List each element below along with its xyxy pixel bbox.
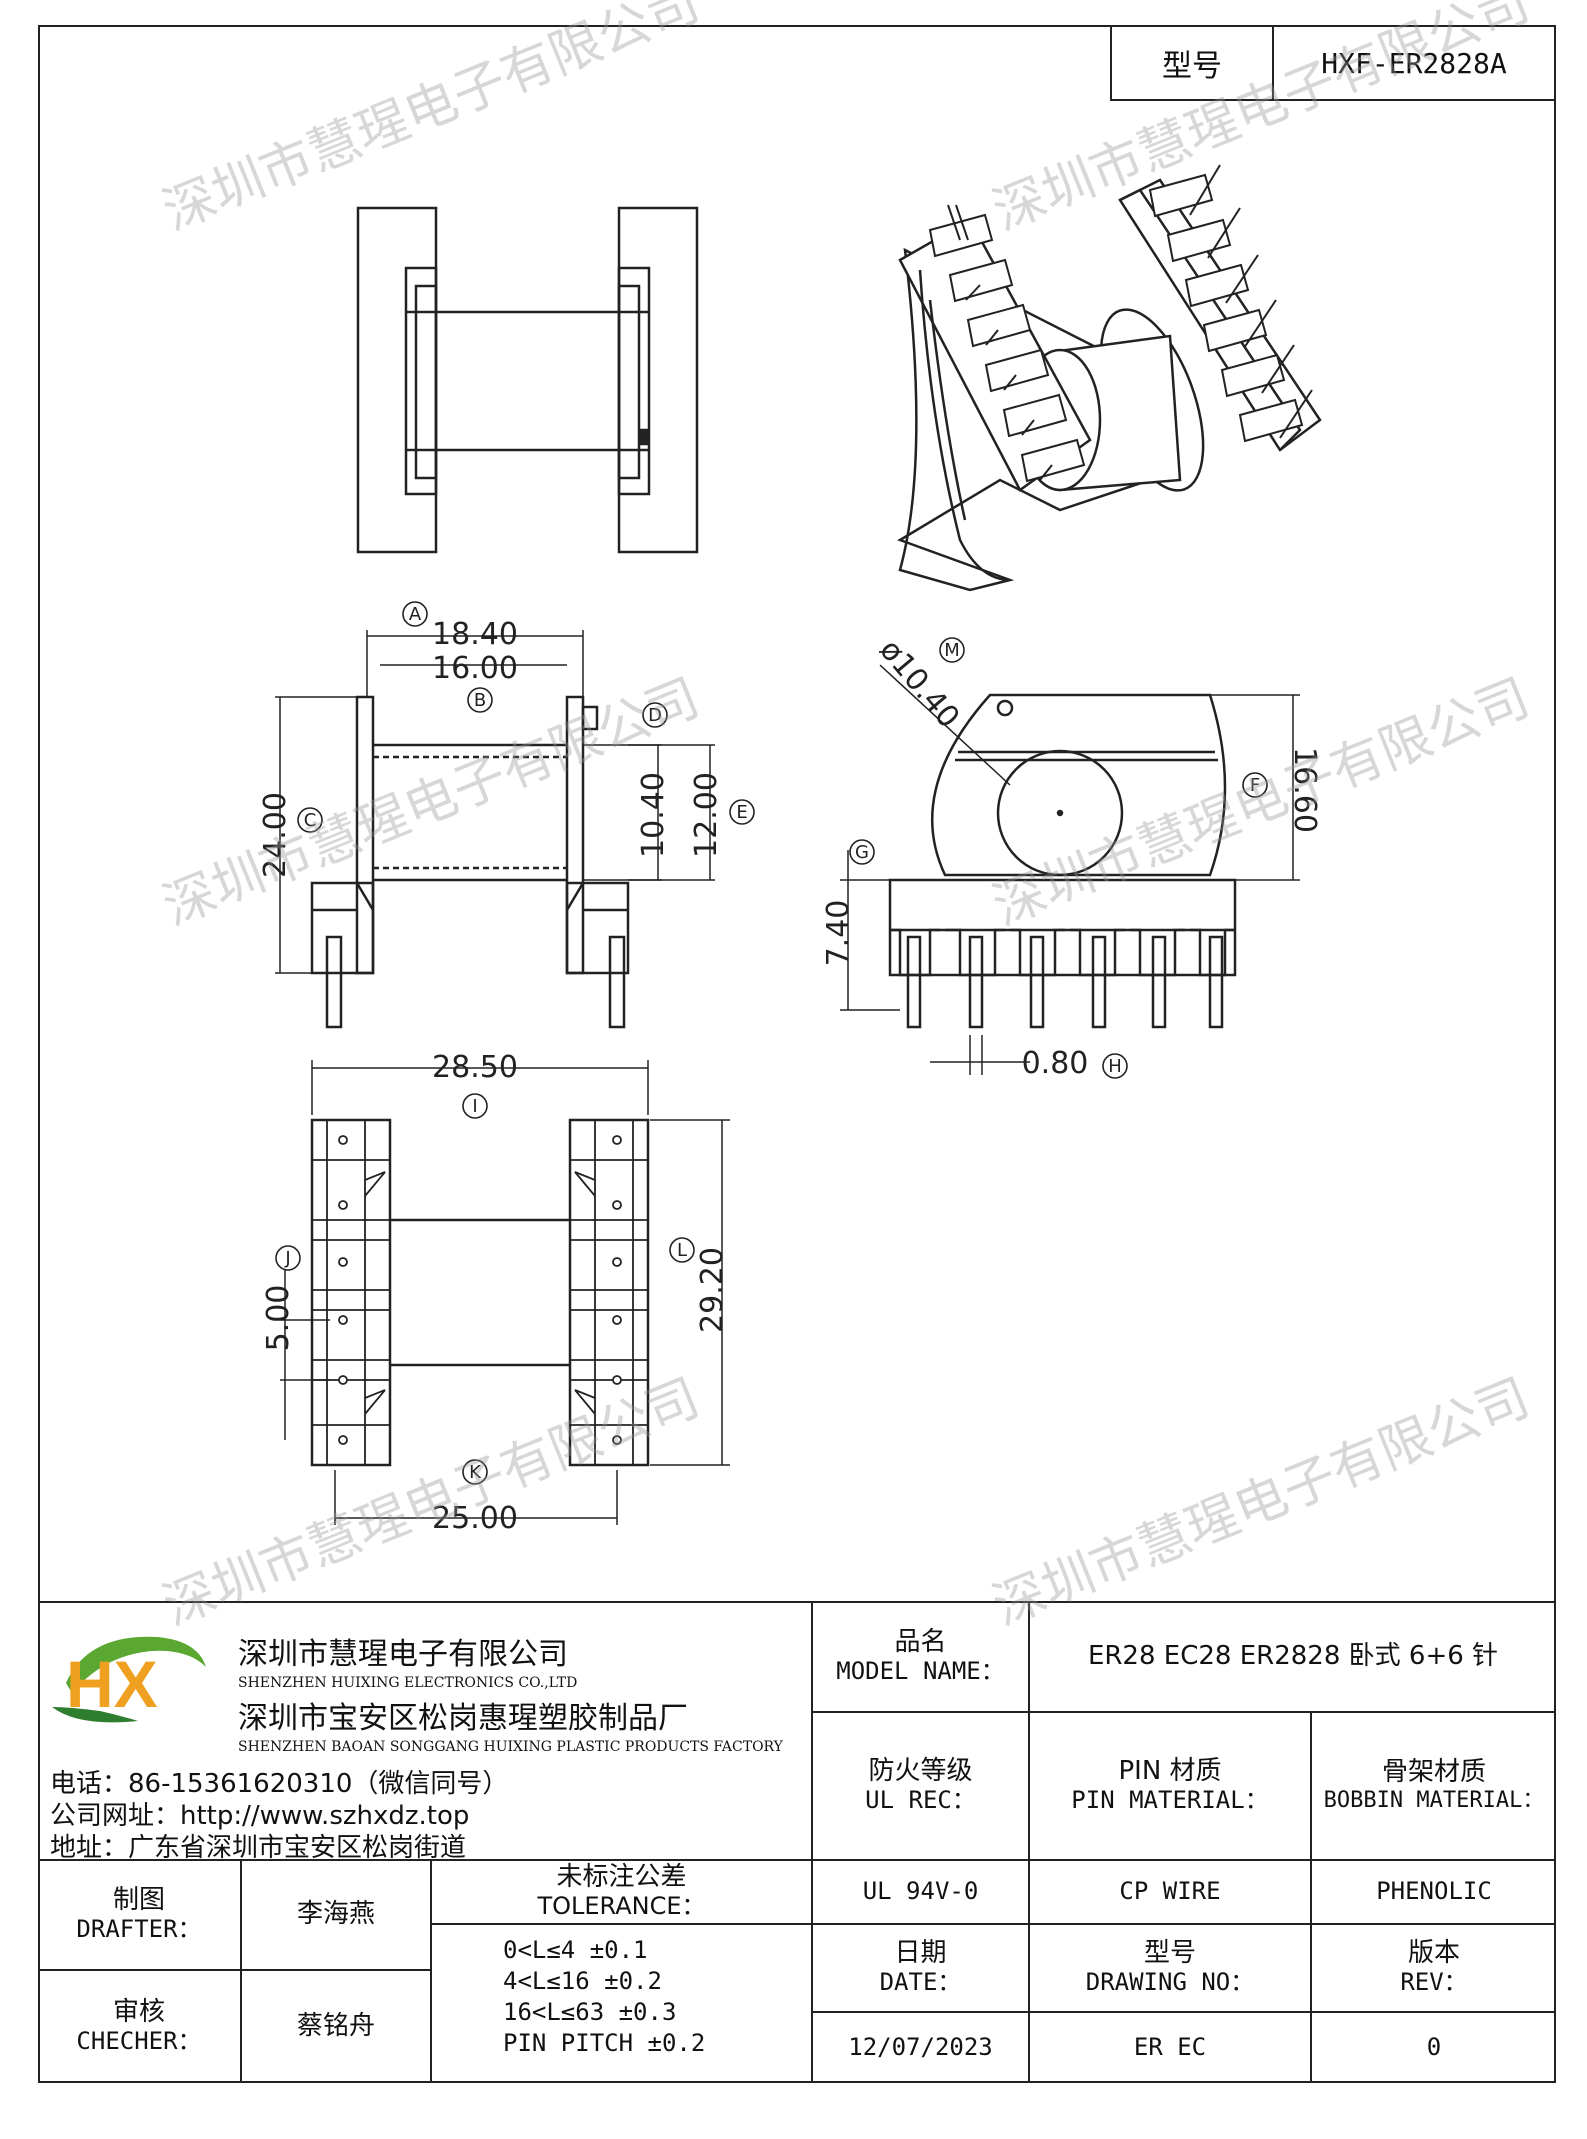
svg-text:B: B: [474, 690, 486, 711]
checker-name: 蔡铭舟: [296, 2011, 375, 2042]
svg-text:H: H: [1108, 1056, 1122, 1077]
marker-k: K: [462, 1459, 488, 1485]
marker-b: B: [467, 687, 493, 713]
drawing-sheet: [38, 25, 1556, 2083]
svg-text:M: M: [944, 640, 960, 661]
bobbin-material-value: PHENOLIC: [1376, 1877, 1492, 1906]
model-label: 型号: [1112, 27, 1274, 99]
svg-text:A: A: [409, 604, 422, 625]
dim-c: 24.00: [258, 792, 293, 878]
svg-text:D: D: [648, 705, 662, 726]
tolerance-line: 16<L≤63 ±0.3: [503, 1998, 677, 2026]
company-phone: 电话：86-15361620310（微信同号）: [50, 1769, 509, 1799]
tolerance-line: PIN PITCH ±0.2: [503, 2029, 706, 2057]
marker-f: F: [1242, 772, 1268, 798]
company-address: 地址：广东省深圳市宝安区松岗街道: [50, 1833, 467, 1863]
tolerance-line: 4<L≤16 ±0.2: [503, 1967, 662, 1995]
svg-text:K: K: [469, 1462, 482, 1483]
company-name-cn: 深圳市慧瑆电子有限公司: [238, 1637, 568, 1672]
tolerance-list: 0<L≤4 ±0.1 4<L≤16 ±0.2 16<L≤63 ±0.3 PIN …: [503, 1935, 705, 2059]
dim-j: 5.00: [261, 1285, 296, 1352]
marker-i: I: [462, 1093, 488, 1119]
front-view: [275, 630, 715, 1029]
technical-drawing: 18.40 16.00 24.00 10.40 12.00 16.60 7.40…: [258, 164, 1322, 1536]
company-name-en: SHENZHEN HUIXING ELECTRONICS CO.,LTD: [238, 1675, 578, 1691]
top-view: [356, 206, 699, 554]
model-name-label: 品名 MODEL NAME：: [836, 1627, 1005, 1686]
marker-e: E: [729, 799, 755, 825]
company-website: 公司网址：http://www.szhxdz.top: [50, 1801, 470, 1831]
marker-h: H: [1102, 1053, 1128, 1079]
marker-m: M: [939, 637, 965, 663]
model-box: 型号 HXF-ER2828A: [1110, 25, 1556, 101]
svg-text:F: F: [1250, 775, 1260, 796]
dim-f: 16.60: [1287, 747, 1322, 833]
marker-l: L: [669, 1237, 695, 1263]
title-block: HX 深圳市慧瑆电子有限公司 SHENZHEN HUIXING ELECTRON…: [38, 1601, 1556, 2083]
svg-text:G: G: [855, 842, 869, 863]
marker-j: J: [275, 1245, 301, 1271]
svg-text:C: C: [304, 810, 317, 831]
isometric-view: [897, 164, 1322, 592]
dim-a: 18.40: [432, 617, 518, 652]
marker-a: A: [402, 601, 428, 627]
logo-text: HX: [66, 1647, 158, 1721]
rev-value: 0: [1426, 2033, 1442, 2062]
dim-g: 7.40: [821, 900, 856, 967]
dim-l: 29.20: [695, 1247, 730, 1333]
svg-text:I: I: [472, 1096, 477, 1117]
dim-i: 28.50: [432, 1050, 518, 1085]
side-view: [840, 664, 1300, 1075]
dim-e: 12.00: [689, 772, 724, 858]
date-value: 12/07/2023: [848, 2033, 993, 2062]
tolerance-line: 0<L≤4 ±0.1: [503, 1936, 648, 1964]
marker-g: G: [849, 839, 875, 865]
model-name-value: ER28 EC28 ER2828 卧式 6+6 针: [1087, 1641, 1499, 1672]
svg-text:L: L: [677, 1240, 687, 1261]
ul-value: UL 94V-0: [862, 1877, 979, 1906]
dim-b: 16.00: [432, 651, 518, 686]
svg-text:J: J: [284, 1248, 290, 1269]
model-value: HXF-ER2828A: [1321, 46, 1507, 80]
bottom-view: [280, 1060, 730, 1525]
dim-d: 10.40: [636, 772, 671, 858]
pin-material-value: CP WIRE: [1119, 1877, 1221, 1906]
marker-d: D: [642, 702, 668, 728]
svg-text:E: E: [736, 802, 747, 823]
dim-h: 0.80: [1022, 1046, 1089, 1081]
factory-name-cn: 深圳市宝安区松岗惠瑆塑胶制品厂: [238, 1701, 688, 1736]
company-logo: HX: [52, 1636, 206, 1723]
dim-k: 25.00: [432, 1501, 518, 1536]
drafter-name: 李海燕: [296, 1899, 375, 1930]
marker-c: C: [297, 807, 323, 833]
factory-name-en: SHENZHEN BAOAN SONGGANG HUIXING PLASTIC …: [238, 1739, 783, 1755]
drawing-no-value: ER EC: [1133, 2033, 1207, 2062]
